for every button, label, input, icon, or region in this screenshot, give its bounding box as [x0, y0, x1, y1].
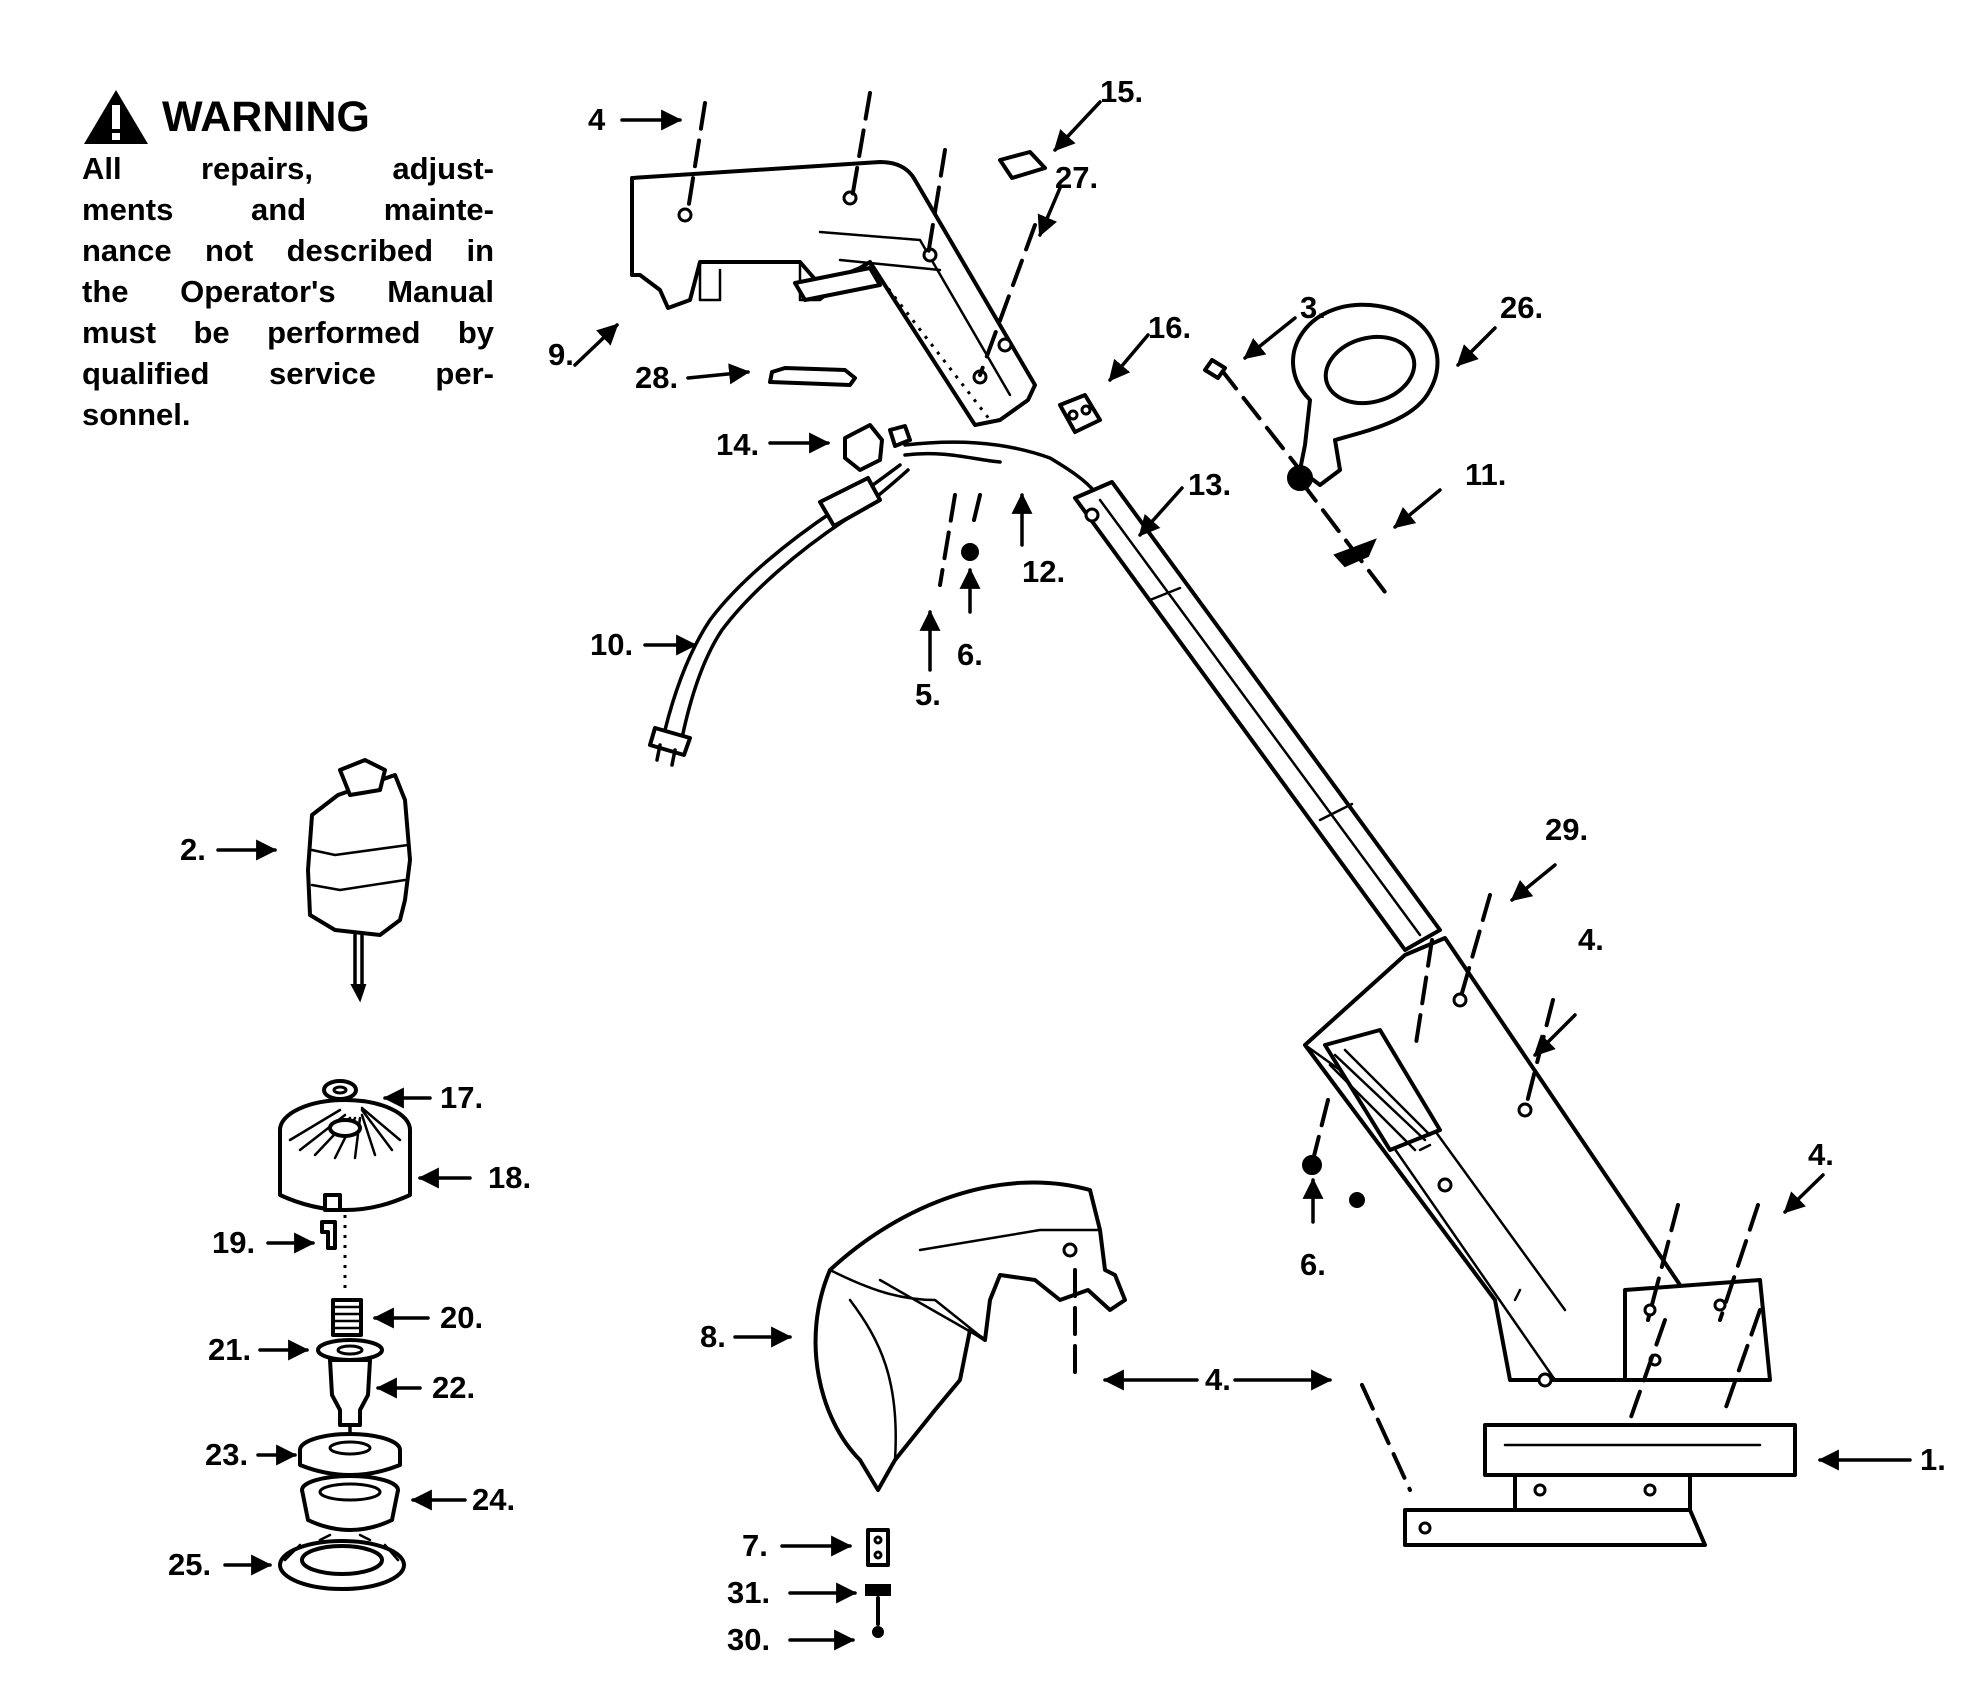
warning-line: ments and mainte- [82, 192, 494, 227]
callout-18: 18. [488, 1160, 531, 1195]
warning-line: sonnel. [82, 397, 191, 432]
wire-harness [903, 440, 1097, 494]
callout-25: 25. [168, 1547, 211, 1582]
switch [843, 423, 884, 472]
callout-14: 14. [716, 427, 759, 462]
spring-20 [331, 1298, 363, 1337]
callout-4-motor: 4. [1578, 922, 1604, 957]
callout-4-top: 4 [588, 102, 606, 137]
screw-top-right [926, 148, 947, 257]
bolt-3 [1218, 366, 1302, 472]
warning-line: All repairs, adjust- [82, 151, 494, 186]
switch-button [998, 150, 1047, 180]
cord-clip [1058, 393, 1102, 434]
warning-header: WARNING [82, 88, 494, 146]
knob-11 [1333, 538, 1377, 568]
callout-1: 1. [1920, 1442, 1946, 1477]
cutter-washer [865, 1584, 891, 1596]
callout-4-lower: 4. [1205, 1362, 1231, 1397]
callout-10: 10. [590, 627, 633, 662]
nut-guide-6 [1311, 1098, 1330, 1162]
callout-labels: 1. 2. 3. 4 4. 4. 4. 5. 6. 6. 7. 8. 9. 10… [168, 74, 1946, 1657]
callout-7: 7. [742, 1528, 768, 1563]
callout-11: 11. [1465, 457, 1506, 492]
spool-23 [298, 1432, 402, 1477]
warning-title: WARNING [162, 92, 370, 141]
callout-22: 22. [432, 1370, 475, 1405]
warning-text: All repairs, adjust- ments and mainte- n… [82, 148, 494, 435]
screw-4-lower [1360, 1383, 1412, 1492]
screw-29a [1413, 938, 1434, 1052]
callout-2: 2. [180, 832, 206, 867]
warning-line: the Operator's Manual [82, 274, 494, 309]
nut-6 [961, 543, 979, 561]
callout-6-lower: 6. [1300, 1247, 1326, 1282]
callout-21: 21. [208, 1332, 251, 1367]
callout-8: 8. [700, 1319, 726, 1354]
motor-housing [1303, 936, 1797, 1547]
cutter-screw [872, 1626, 884, 1638]
warning-triangle-icon [84, 90, 148, 144]
callout-5: 5. [915, 677, 941, 712]
nut-6-lower [1302, 1155, 1322, 1175]
bump-knob-25 [278, 1533, 406, 1591]
shaft-tube [1073, 480, 1442, 952]
callout-27: 27. [1055, 160, 1098, 195]
screw-29b [1458, 893, 1492, 1002]
callout-26: 26. [1500, 290, 1543, 325]
bolt-axis [1298, 478, 1387, 594]
callout-15: 15. [1100, 74, 1143, 109]
callout-19: 19. [212, 1225, 255, 1260]
callout-24: 24. [472, 1482, 515, 1517]
warning-line: nance not described in [82, 233, 494, 268]
callout-4-right: 4. [1808, 1137, 1834, 1172]
screw-4-r2 [1718, 1203, 1760, 1322]
callout-20: 20. [440, 1300, 483, 1335]
callout-13: 13. [1188, 467, 1231, 502]
warning-notice: WARNING All repairs, adjust- ments and m… [82, 88, 494, 435]
screw-4-r3 [1628, 1318, 1667, 1422]
assist-handle [1287, 302, 1440, 491]
callout-16: 16. [1148, 310, 1191, 345]
callout-23: 23. [205, 1437, 248, 1472]
callout-29: 29. [1545, 812, 1588, 847]
screw-top-left [686, 101, 707, 212]
warning-line: qualified service per- [82, 356, 494, 391]
callout-28: 28. [635, 360, 678, 395]
spring [768, 366, 857, 387]
screw-4-r4 [1723, 1308, 1762, 1412]
callout-17: 17. [440, 1080, 483, 1115]
spool-hub-22 [328, 1358, 372, 1442]
motor [306, 758, 412, 1003]
screw-4-r1 [1646, 1203, 1680, 1322]
callout-3: 3. [1300, 290, 1326, 325]
retainer-19 [320, 1220, 337, 1250]
leader-arrows [216, 100, 1912, 1651]
screw-top-mid [850, 91, 872, 200]
nut-guide [972, 493, 982, 522]
warning-line: must be performed by [82, 315, 494, 350]
line-guard [813, 1180, 1127, 1492]
callout-30: 30. [727, 1622, 770, 1657]
callout-31: 31. [727, 1575, 770, 1610]
fan-18 [278, 1098, 412, 1212]
callout-12: 12. [1022, 554, 1065, 589]
ring-24 [300, 1474, 400, 1532]
line-cutter-blade [866, 1528, 890, 1567]
callout-9: 9. [548, 337, 574, 372]
screw-27 [978, 223, 1037, 377]
screw-5 [938, 493, 957, 587]
callout-6-upper: 6. [957, 637, 983, 672]
